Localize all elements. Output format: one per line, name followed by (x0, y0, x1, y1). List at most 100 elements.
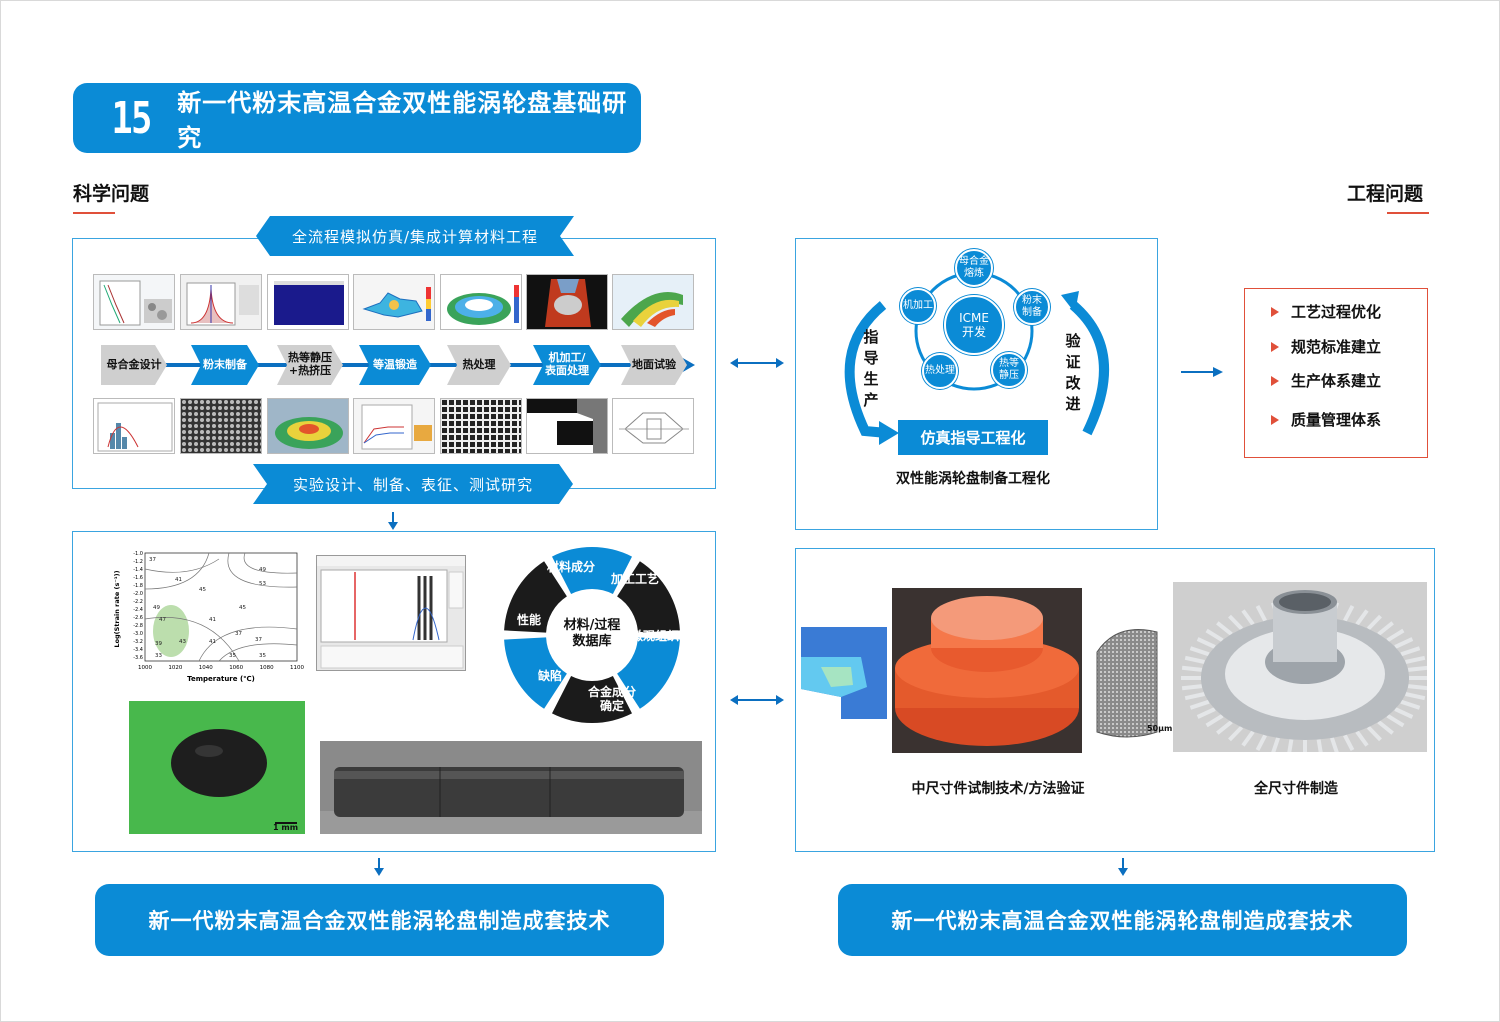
disk-blade (1366, 725, 1382, 742)
y-tick-label: -1.2 (133, 559, 143, 565)
y-tick-label: -1.4 (133, 567, 143, 573)
exp-thumb-4 (353, 398, 435, 454)
disk-blade (1377, 621, 1394, 636)
contour-label: 41 (209, 617, 216, 623)
wheel-segment (504, 637, 567, 709)
mid-size-caption: 中尺寸件试制技术/方法验证 (911, 781, 1085, 797)
disk-blade (1355, 730, 1369, 747)
sem-scale-label: 50μm (1147, 724, 1173, 733)
chain-step: 热等静压 +热挤压 (277, 345, 343, 385)
contour-label: 37 (235, 631, 242, 637)
icme-node-powder: 粉末 制备 (1014, 289, 1050, 325)
disk-blade (1386, 713, 1405, 728)
contour-label: 49 (153, 605, 160, 611)
science-heading: 科学问题 (73, 183, 150, 205)
exp-thumb-7 (612, 398, 694, 454)
icme-node-heat-treat: 热处理 (922, 353, 958, 389)
wheel-segment-label: 缺陷 (537, 669, 562, 683)
icme-node-machining: 机加工 (900, 288, 936, 324)
exp-thumb-6 (526, 398, 608, 454)
science-underline (73, 212, 115, 214)
simulation-ribbon: 全流程模拟仿真/集成计算材料工程 (256, 216, 574, 256)
triangle-bullet-icon (1271, 341, 1279, 352)
disk-blade (1196, 707, 1216, 719)
disk-blade (1205, 713, 1224, 728)
disk-blade (1316, 739, 1323, 752)
down-arrow-icon (388, 512, 398, 530)
disk-blade (1287, 739, 1294, 752)
distribution-window (316, 555, 466, 671)
left-result-banner: 新一代粉末高温合金双性能涡轮盘制造成套技术 (95, 884, 664, 956)
chain-step: 地面试验 (621, 345, 687, 385)
wheel-segment-label: 材料成分 (546, 560, 595, 574)
database-wheel (504, 546, 680, 724)
disk-blade (1405, 692, 1426, 701)
disk-blade (1400, 646, 1421, 657)
icme-node-melting: 母合金 熔炼 (955, 249, 993, 287)
processing-map-chart: 37 41 45 49 53 45 41 37 35 47 43 39 33 4… (113, 551, 304, 683)
disk-blade (1377, 720, 1394, 735)
disk-blade (1386, 628, 1405, 643)
x-tick-label: 1080 (260, 665, 274, 671)
double-arrow-icon (730, 695, 784, 705)
disk-blade (1181, 665, 1203, 672)
contour-label: 33 (155, 653, 162, 659)
verify-improve-label: 验证改进 (1065, 332, 1081, 413)
sim-thumb-7 (612, 274, 694, 330)
disk-blade (1189, 646, 1210, 657)
y-tick-label: -2.8 (133, 623, 143, 629)
disk-blade (1394, 707, 1414, 719)
contour-label: 49 (259, 567, 266, 573)
wheel-segment (617, 637, 680, 709)
exp-thumb-3 (267, 398, 349, 454)
guide-production-label: 指导生产 (863, 328, 879, 409)
wheel-segment (504, 561, 567, 633)
title-number: 15 (111, 92, 153, 144)
disk-blade (1330, 737, 1339, 752)
chain-step: 机加工/ 表面处理 (533, 345, 601, 385)
outcomes-box: 工艺过程优化 规范标准建立 生产体系建立 质量管理体系 (1244, 288, 1428, 458)
exp-thumb-2 (180, 398, 262, 454)
disk-blade (1343, 604, 1355, 622)
y-tick-label: -1.6 (133, 575, 143, 581)
sim-thumb-5 (440, 274, 522, 330)
disk-blade (1407, 665, 1427, 672)
disk-blade (1241, 609, 1255, 626)
disk-blade (1241, 730, 1255, 747)
disk-blade (1228, 725, 1244, 742)
x-tick-label: 1040 (199, 665, 213, 671)
y-tick-label: -2.4 (133, 607, 143, 613)
outcome-text: 工艺过程优化 (1291, 303, 1382, 321)
triangle-bullet-icon (1271, 375, 1279, 386)
disk-blade (1228, 614, 1244, 631)
right-arrow-icon (1181, 367, 1223, 377)
full-size-caption: 全尺寸件制造 (1254, 781, 1338, 797)
wheel-segment-label: 合金成分 确定 (587, 685, 636, 714)
simulation-engineering-label: 仿真指导工程化 (898, 420, 1048, 455)
chain-step: 热处理 (447, 345, 511, 385)
y-tick-label: -2.2 (133, 599, 143, 605)
disk-blade (1205, 628, 1224, 643)
down-arrow-icon (374, 858, 384, 876)
experiment-ribbon: 实验设计、制备、表征、测试研究 (253, 464, 573, 504)
outcome-text: 规范标准建立 (1291, 338, 1382, 356)
wheel-segment (617, 561, 680, 633)
down-arrow-icon (1118, 858, 1128, 876)
contour-label: 35 (229, 653, 236, 659)
outcome-item: 生产体系建立 (1271, 370, 1381, 391)
wheel-segment (552, 546, 632, 594)
y-tick-label: -3.6 (133, 655, 143, 661)
x-tick-label: 1100 (290, 665, 304, 671)
title-bar: 15 新一代粉末高温合金双性能涡轮盘基础研究 (73, 83, 641, 153)
contour-label: 37 (255, 637, 262, 643)
contour-label: 37 (149, 557, 156, 563)
disk-blade (1184, 655, 1205, 664)
wheel-segment-label: 加工工艺 (610, 572, 659, 586)
triangle-bullet-icon (1271, 414, 1279, 425)
x-tick-label: 1000 (138, 665, 152, 671)
chain-step: 粉末制备 (191, 345, 259, 385)
y-tick-labels: -1.0-1.2-1.4-1.6-1.8-2.0-2.2-2.4-2.6-2.8… (133, 551, 143, 661)
y-tick-label: -1.8 (133, 583, 143, 589)
engineering-heading: 工程问题 (1347, 183, 1424, 205)
